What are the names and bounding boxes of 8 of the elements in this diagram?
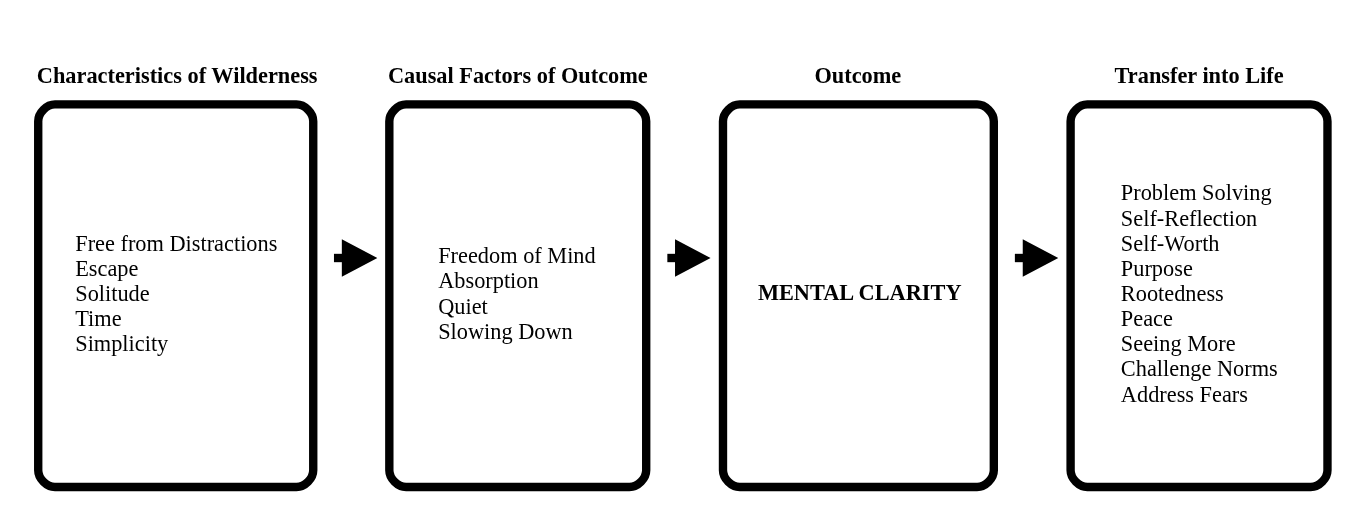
node-label: Transfer into Life <box>1114 63 1284 89</box>
node-box: MENTAL CLARITY <box>718 100 998 492</box>
node-label: Causal Factors of Outcome <box>387 63 648 89</box>
node-box: Problem Solving Self-Reflection Self-Worth Purpose Rootedness Peace Seeing More Challenge Norms Address Fears <box>1065 100 1332 492</box>
node-box: Free from Distractions Escape Solitude Time Simplicity <box>33 100 317 492</box>
node-label: Characteristics of Wilderness <box>36 63 318 89</box>
node-label: Outcome <box>813 63 901 89</box>
node-box: Freedom of Mind Absorption Quiet Slowing Down <box>384 100 650 492</box>
